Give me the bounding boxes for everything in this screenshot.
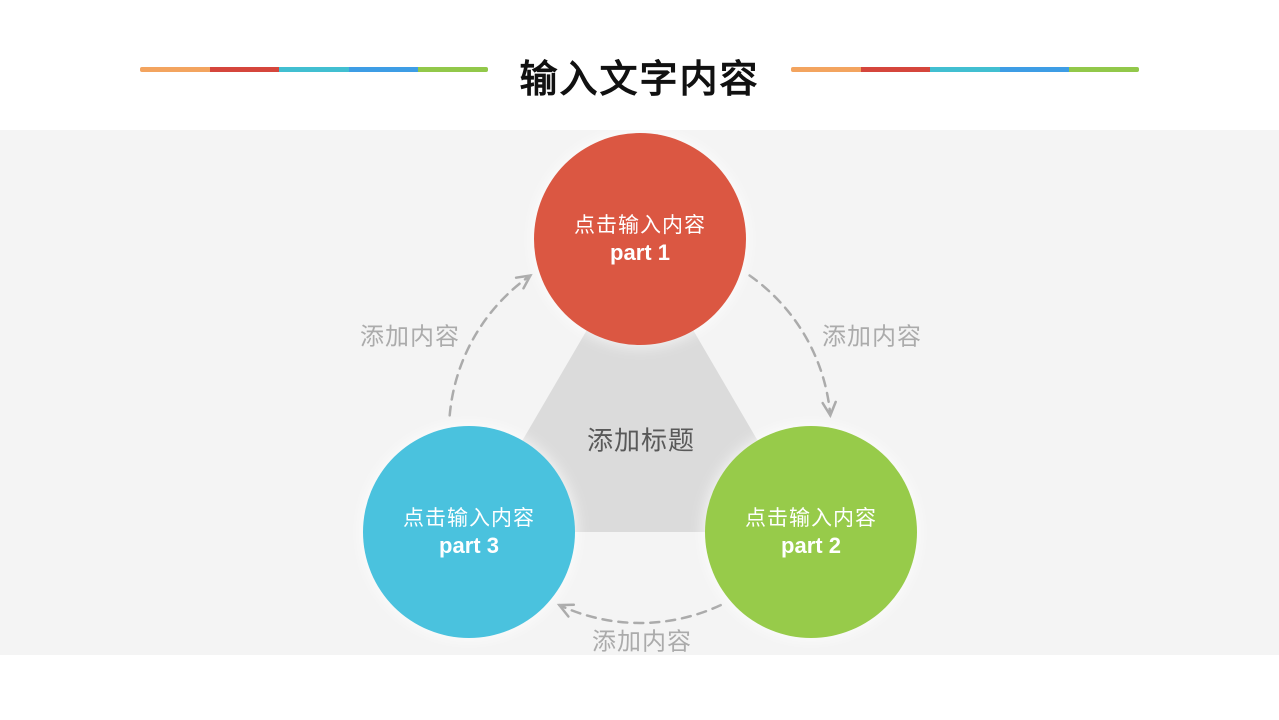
decor-segment bbox=[418, 67, 488, 72]
arrow-part3-to-part1 bbox=[448, 274, 532, 417]
center-triangle bbox=[469, 239, 811, 532]
decor-segment bbox=[279, 67, 349, 72]
slide-title: 输入文字内容 bbox=[519, 59, 760, 101]
arrowhead-icon bbox=[556, 603, 576, 618]
decor-segment bbox=[140, 67, 210, 72]
node-sublabel: part 1 bbox=[610, 240, 670, 265]
node-sublabel: part 3 bbox=[439, 533, 499, 558]
node-sublabel: part 2 bbox=[781, 533, 841, 558]
arrowhead-icon bbox=[514, 273, 533, 290]
decor-segment bbox=[209, 67, 280, 72]
node-label: 点击输入内容 bbox=[574, 214, 706, 237]
decor-segment bbox=[999, 67, 1070, 72]
decor-line-right bbox=[791, 67, 1139, 72]
arrow-part1-to-part2 bbox=[748, 274, 832, 417]
node-label: 点击输入内容 bbox=[745, 507, 877, 530]
connector-label-left: 添加内容 bbox=[360, 323, 460, 351]
decor-segment bbox=[1069, 67, 1139, 72]
decor-segment bbox=[930, 67, 1000, 72]
decor-line-left bbox=[140, 67, 488, 72]
decor-segment bbox=[860, 67, 931, 72]
decor-segment bbox=[791, 67, 861, 72]
decor-segment bbox=[348, 67, 419, 72]
arrowhead-icon bbox=[821, 400, 837, 419]
node-part-1: 点击输入内容 part 1 bbox=[534, 133, 746, 345]
arrow-part2-to-part3 bbox=[558, 603, 722, 625]
connector-label-right: 添加内容 bbox=[822, 323, 922, 351]
center-title: 添加标题 bbox=[586, 425, 696, 456]
node-label: 点击输入内容 bbox=[403, 507, 535, 530]
connector-label-bottom: 添加内容 bbox=[592, 628, 692, 656]
node-part-3: 点击输入内容 part 3 bbox=[363, 426, 575, 638]
node-part-2: 点击输入内容 part 2 bbox=[705, 426, 917, 638]
